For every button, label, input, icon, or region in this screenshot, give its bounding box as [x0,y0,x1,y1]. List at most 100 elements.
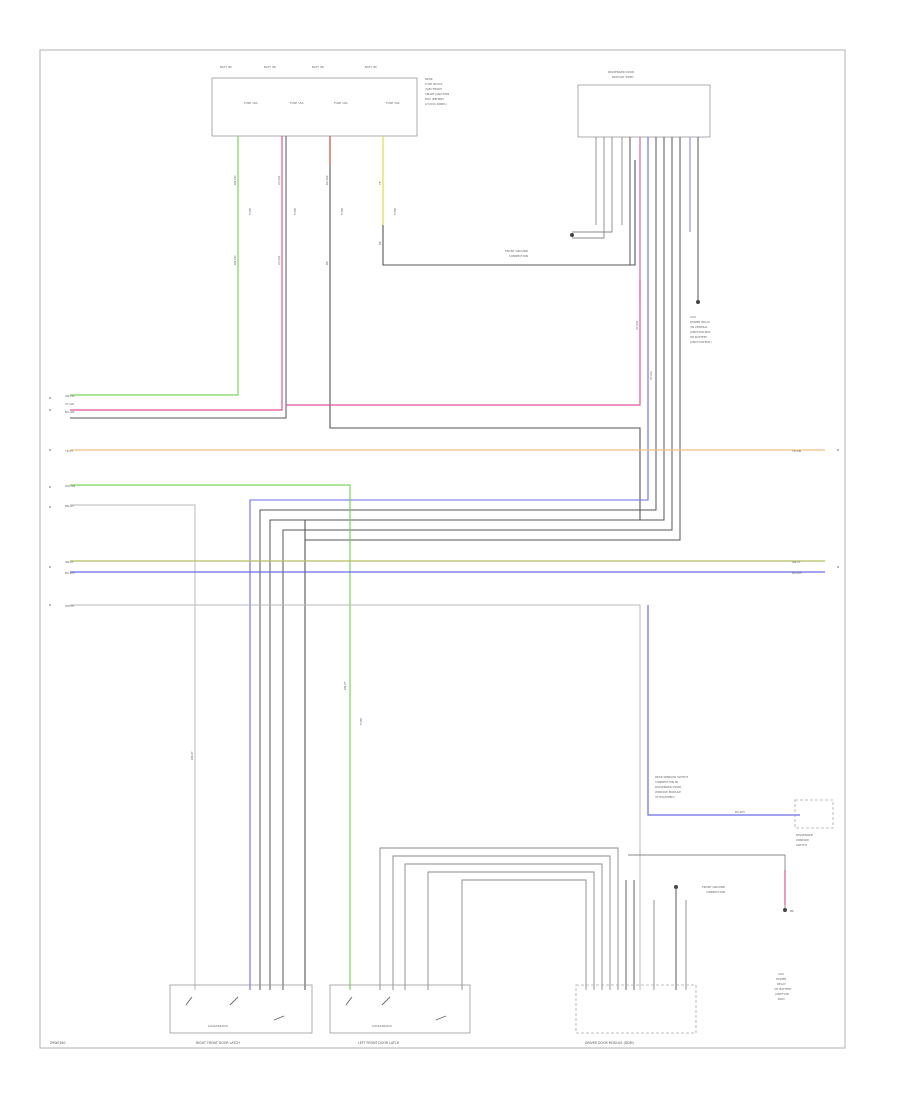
wire-code-c4-b: FUSE [393,208,397,215]
left-bus-label-1: GN-OG [65,394,75,398]
far-right-module-text: AUX POWER RELAY (AT BATTERY JUNCTION BOX… [774,972,792,1001]
fuse-header-4: BATT (B) [365,65,377,69]
wire-code-c3-a: BU-GN [325,176,329,185]
front-ground-label-2: CONNECTION [509,254,528,258]
bus-gray-lower [70,604,641,990]
left-bus-label-8: BU-WH [65,571,75,575]
left-bus-label-2: VT-GN [65,402,74,406]
ground-terminal-icon [570,233,574,237]
bottom-ground-line-1: FRONT GROUND [702,885,725,889]
left-bus-label-3: BU-GN [65,410,74,414]
passenger-door-module [577,84,711,138]
wire-code-c1-c: GN-OG [233,255,237,265]
wire-code-c1-a: GN-OG [233,175,237,185]
fuse-desc-line-5: BOX (BEHIND [425,97,444,101]
wire-fuse1-green [70,136,239,396]
diagram-frame [39,49,846,1049]
far-right-line-3: RELAY [777,982,786,986]
wire-code-c3-b: FUSE [340,208,344,215]
aux-relay-line-6: JUNCTION BOX) [689,340,712,344]
wire-fuse2-black [70,136,287,419]
rear-switch-box-line-3: SWITCH [796,843,807,847]
wire-code-c3-c: BK [325,261,329,265]
ddm-pin-wires [379,847,687,990]
aux-relay-text: AUX POWER RELAY (IN CENTRAL JUNCTION BOX… [689,315,712,344]
figure-code: Z9W0260 [50,1041,65,1045]
driver-door-module-label: DRIVER DOOR MODULE (DDM) [585,1041,634,1045]
left-front-latch-box [329,984,471,1034]
fuse-label-2: FUSE 15A [290,101,304,105]
rear-module-text: REAR WINDOW SWITCH CONNECTION IN PASSENG… [655,775,688,799]
wire-code-c4-c: BK [378,241,382,245]
aux-relay-line-3: (IN CENTRAL [690,325,708,329]
far-right-line-4: (AT BATTERY [774,987,792,991]
front-ground-label-1: FRONT GROUND [505,249,528,253]
wire-pdm-magenta-bus [286,280,641,406]
wire-code-c1-b: FUSE [248,208,252,215]
left-bus-label-6: BN-GY [65,504,74,508]
bus-endpoint-markers [49,397,839,606]
rear-module-line-4: WINDOW MODULE [655,790,681,794]
lower-wire-label-1: GN-VT [343,681,347,690]
left-bus-label-7: GN-VT [65,560,74,564]
right-latch-sub-label: LOCK/UNLOCK [208,1024,228,1028]
wire-code-c2-a: VT-GN [277,176,281,185]
latch-switch-symbols [185,996,447,1021]
bottom-ground-line-2: CONNECTION [706,890,725,894]
fuse-desc-line-6: LH KICK PANEL) [425,102,447,106]
fuse-desc-line-3: (SJB) FRONT [425,87,442,91]
fuse-header-2: BATT (B) [264,65,276,69]
aux-relay-line-1: AUX [690,315,696,319]
pdm-side-label-2: VT-OG [649,371,653,380]
left-bus-label-5: WH-GN [65,484,75,488]
far-right-line-2: POWER [776,977,786,981]
wire-rear-switch-blue [647,605,800,816]
fuse-label-3: FUSE 10A [334,101,348,105]
wire-code-c2-c: VT-GN [277,256,281,265]
wire-fuse2-magenta [70,136,283,411]
right-bus-label-3: BU-WH [792,571,802,575]
lower-wire-label-3: GN-VT [190,751,194,760]
left-front-latch-label: LEFT FRONT DOOR LATCH [358,1041,400,1045]
right-front-latch-box [169,984,313,1034]
fuse-desc-line-2: FUSE BLOCK [425,82,443,86]
rear-switch-wire-label: BU-WH [735,810,745,814]
lower-wire-labels: GN-VT FUSE GN-VT [190,681,363,760]
wire-fuse4-black [382,160,636,266]
wire-code-c4-a: YE [378,181,382,185]
wire-fuse3-black [304,136,641,990]
aux-relay-line-5: OR BATTERY [690,335,708,339]
pdm-side-label-1: VT-GN [635,321,639,330]
right-bus-label-1: YE-GN [792,449,801,453]
fuse-header-1: BATT (B) [220,65,232,69]
fuse-label-4: FUSE 10A [386,101,400,105]
wire-code-c2-b: FUSE [293,208,297,215]
rear-switch-box [794,799,834,829]
pdm-pin-wires [249,137,699,990]
fuse-label-1: FUSE 10A [244,101,258,105]
vertical-wire-labels: GN-OG FUSE GN-OG VT-GN FUSE VT-GN BU-GN … [233,175,397,265]
wire-far-right [628,854,786,908]
right-front-latch-label: RIGHT FRONT DOOR LATCH [196,1041,240,1045]
rear-module-line-1: REAR WINDOW SWITCH [655,775,688,779]
far-right-line-5: JUNCTION [774,992,789,996]
left-bus-label-9: WH-YE [65,604,74,608]
far-right-line-1: AUX [778,972,784,976]
rear-switch-box-line-1: PASSENGER [796,833,813,837]
bus-green-left [70,484,351,990]
fuse-labels: FUSE 10A FUSE 15A FUSE 10A FUSE 10A [244,101,400,105]
fuse-header-3: BATT (B) [312,65,324,69]
right-bus-label-2: GN-VT [792,560,801,564]
far-right-terminal-icon [783,908,787,912]
rear-module-line-5: (IF EQUIPPED) [655,795,675,799]
fuse-block [211,77,418,137]
far-right-line-6: BOX) [778,997,785,1001]
driver-door-module-box [575,984,697,1034]
right-bus-labels: YE-GN GN-VT BU-WH [792,449,802,575]
lower-wire-label-2: FUSE [359,718,363,725]
aux-relay-line-2: POWER RELAY [690,320,710,324]
left-bus-labels: GN-OG VT-GN BU-GN YE-VT WH-GN BN-GY GN-V… [65,394,75,608]
rear-switch-box-line-2: WINDOW [796,838,809,842]
fuse-desc-line-4: SMART JUNCTION [425,92,449,96]
